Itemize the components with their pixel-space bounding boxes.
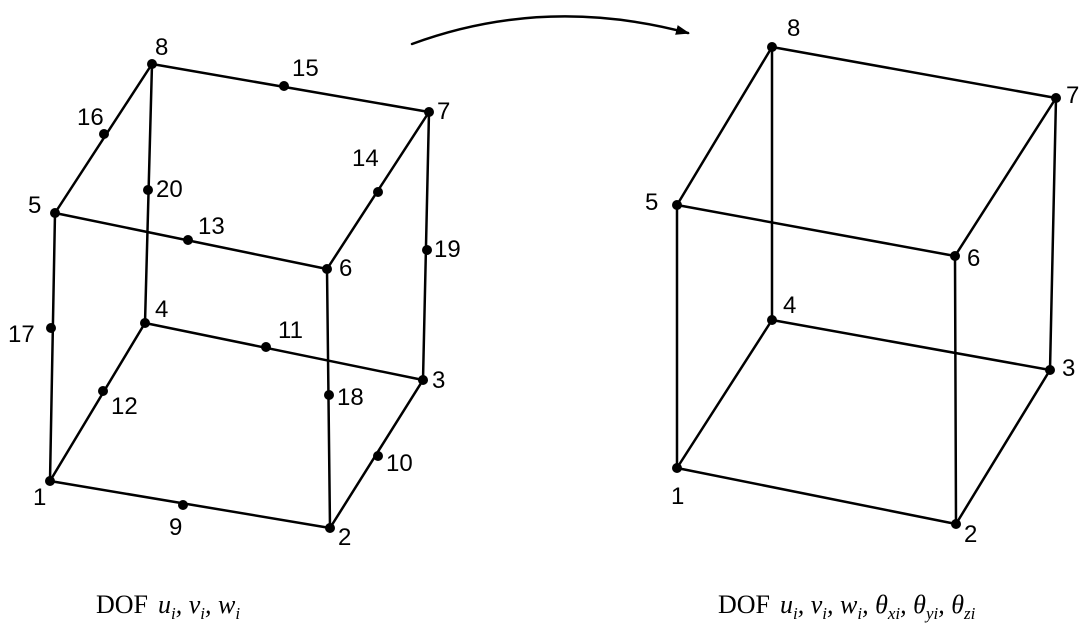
left-node-6 [322, 264, 332, 274]
left-node-label-15: 15 [292, 55, 319, 82]
left-node-3 [418, 375, 428, 385]
right-edge-2-6 [953, 254, 958, 526]
left-node-label-6: 6 [339, 255, 352, 282]
left-node-label-10: 10 [386, 450, 413, 477]
left-node-5 [50, 208, 60, 218]
right-node-5 [672, 200, 682, 210]
right-dof-vars: ui, vi, wi, θxi, θyi, θzi [780, 590, 976, 624]
left-node-label-14: 14 [352, 145, 379, 172]
right-edge-1-2 [675, 466, 958, 526]
right-brick-element: 1 2 3 4 5 6 7 8 [645, 15, 1079, 548]
right-node-label-3: 3 [1062, 355, 1075, 382]
right-node-label-7: 7 [1066, 82, 1079, 109]
left-brick-element: 1 2 3 4 5 6 7 8 9 10 11 12 13 14 15 16 1… [8, 34, 461, 551]
left-dof-caption: DOF ui, vi, wi [96, 590, 240, 624]
edge-1-2 [48, 479, 332, 530]
right-node-label-8: 8 [787, 15, 800, 42]
left-node-label-4: 4 [155, 296, 168, 323]
right-edge-6-7 [953, 96, 1058, 258]
left-node-8 [147, 59, 157, 69]
left-node-label-12: 12 [111, 393, 138, 420]
left-node-12 [98, 386, 108, 396]
left-node-9 [178, 500, 188, 510]
curved-arrow [410, 15, 690, 46]
right-edge-3-7 [1048, 96, 1058, 372]
left-node-label-7: 7 [437, 98, 450, 125]
right-node-2 [951, 519, 961, 529]
left-node-13 [183, 235, 193, 245]
left-node-label-3: 3 [432, 367, 445, 394]
left-node-label-19: 19 [434, 236, 461, 263]
left-node-17 [46, 323, 56, 333]
left-node-label-16: 16 [77, 104, 104, 131]
left-dof-prefix: DOF [96, 590, 149, 619]
left-node-16 [99, 129, 109, 139]
left-node-label-20: 20 [156, 176, 183, 203]
left-node-14 [373, 187, 383, 197]
left-node-label-17: 17 [8, 321, 35, 348]
right-edge-4-1 [675, 318, 774, 470]
left-node-18 [324, 390, 334, 400]
right-dof-caption: DOF ui, vi, wi, θxi, θyi, θzi [718, 590, 975, 624]
right-node-1 [672, 463, 682, 473]
right-node-8 [767, 42, 777, 52]
left-node-15 [279, 81, 289, 91]
left-node-label-5: 5 [28, 192, 41, 219]
left-node-11 [261, 342, 271, 352]
left-node-10 [373, 451, 383, 461]
right-node-label-1: 1 [671, 483, 684, 510]
left-node-label-18: 18 [337, 384, 364, 411]
right-node-6 [950, 251, 960, 261]
edge-1-5 [48, 211, 57, 483]
right-node-label-5: 5 [645, 189, 658, 216]
right-edge-5-6 [675, 203, 957, 258]
left-node-label-9: 9 [169, 514, 182, 541]
edge-3-4 [143, 321, 425, 382]
edge-4-1 [48, 321, 147, 483]
right-node-label-2: 2 [964, 521, 977, 548]
left-node-label-2: 2 [338, 524, 351, 551]
right-node-3 [1045, 365, 1055, 375]
left-dof-vars: ui, vi, wi [158, 590, 241, 624]
left-node-4 [140, 318, 150, 328]
right-dof-prefix: DOF [718, 590, 771, 619]
left-node-7 [424, 107, 434, 117]
left-node-19 [422, 245, 432, 255]
right-node-7 [1051, 93, 1061, 103]
left-node-20 [143, 185, 153, 195]
right-edge-2-3 [954, 368, 1052, 526]
left-node-2 [325, 523, 335, 533]
edge-7-8 [150, 62, 431, 114]
right-edge-3-4 [770, 318, 1052, 372]
right-node-label-6: 6 [967, 245, 980, 272]
right-edge-8-5 [675, 45, 774, 207]
left-node-1 [45, 476, 55, 486]
left-node-label-8: 8 [155, 34, 168, 61]
left-node-label-13: 13 [198, 213, 225, 240]
left-node-label-11: 11 [278, 317, 303, 344]
right-node-label-4: 4 [783, 292, 796, 319]
left-node-label-1: 1 [33, 484, 46, 511]
right-node-4 [767, 315, 777, 325]
right-edge-7-8 [770, 45, 1058, 100]
